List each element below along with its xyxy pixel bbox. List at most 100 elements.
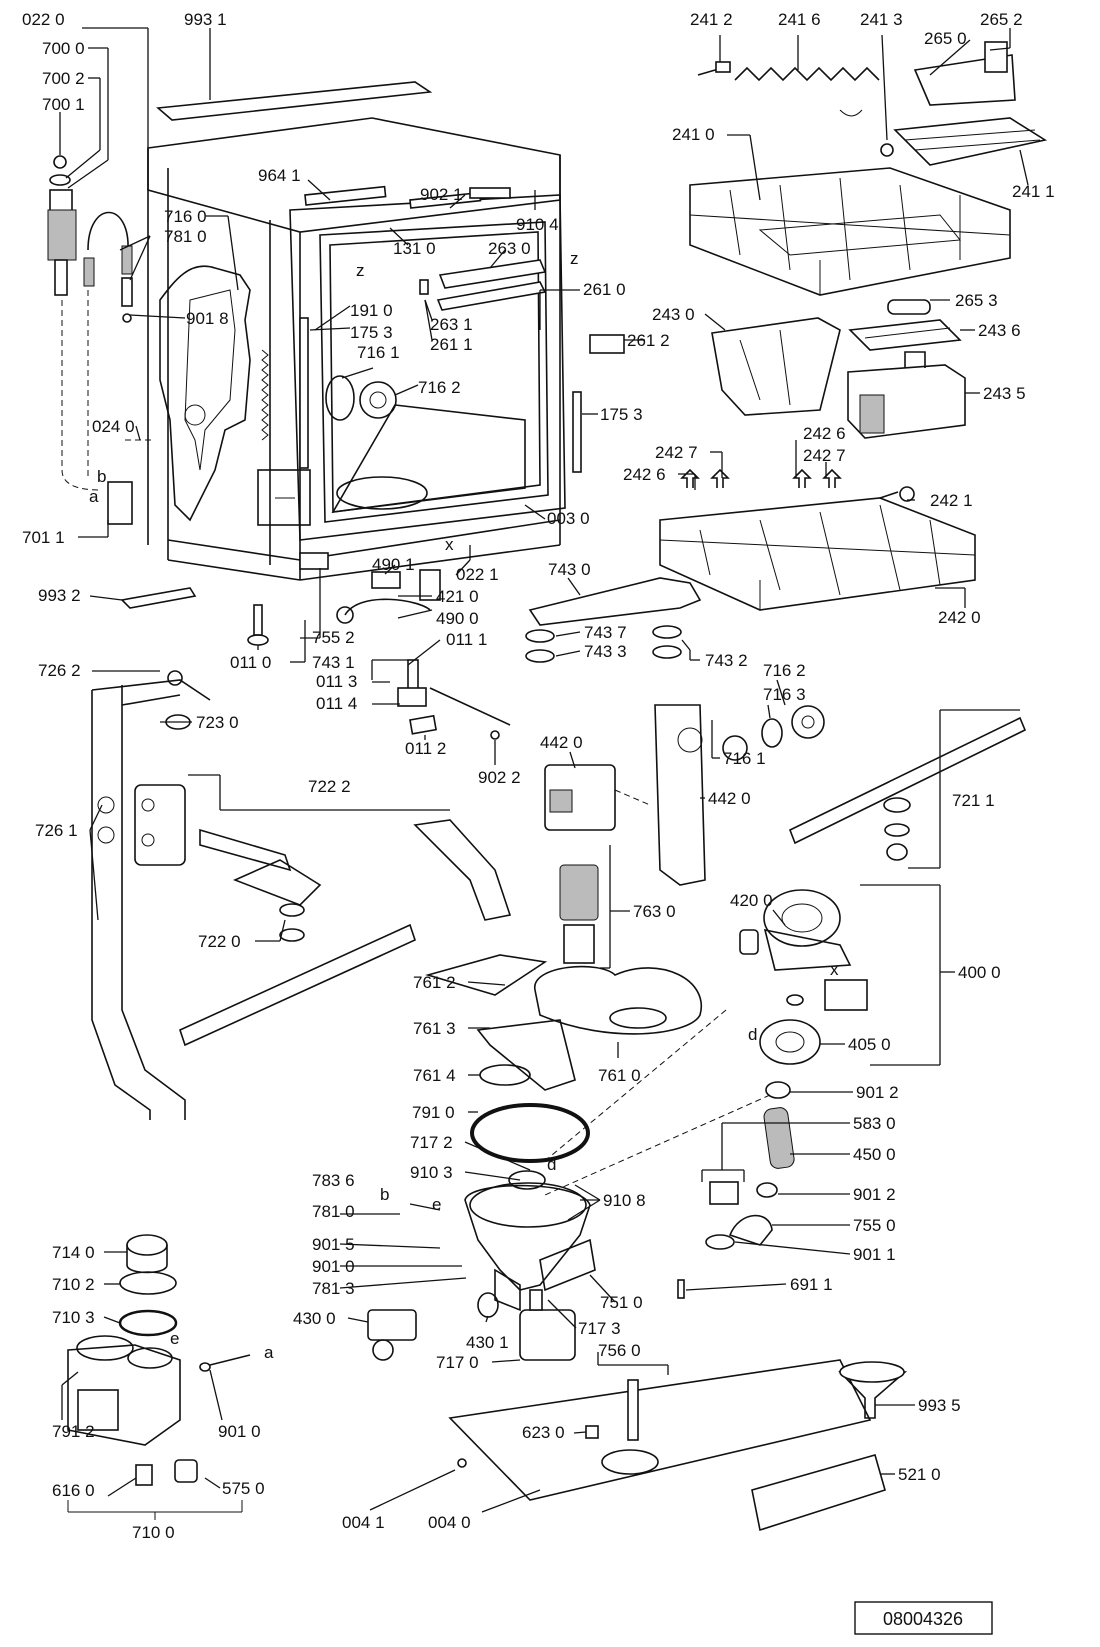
sump-751-0 [464, 1170, 596, 1312]
part-label: 261 1 [430, 335, 473, 354]
part-label: 781 3 [312, 1279, 355, 1298]
part-label: 430 0 [293, 1309, 336, 1328]
part-label: 024 0 [92, 417, 135, 436]
part-label: 011 0 [230, 653, 271, 672]
part-label: 616 0 [52, 1481, 95, 1500]
lower-spray-arm [179, 923, 416, 1047]
part-label: 243 5 [983, 384, 1026, 403]
cover-521-0 [751, 1454, 886, 1532]
part-label: 761 2 [413, 973, 456, 992]
part-label: 910 3 [410, 1163, 453, 1182]
part-label: 242 6 [623, 465, 666, 484]
part-label: 901 1 [853, 1245, 896, 1264]
part-label: 901 5 [312, 1235, 355, 1254]
part-label: 022 1 [456, 565, 499, 584]
part-label: 265 0 [924, 29, 967, 48]
part-label: 691 1 [790, 1275, 833, 1294]
part-label: 011 4 [316, 694, 357, 713]
part-label: 901 2 [856, 1083, 899, 1102]
part-label: 241 1 [1012, 182, 1055, 201]
part-label: 242 0 [938, 608, 981, 627]
part-label: 710 2 [52, 1275, 95, 1294]
connection-letter: b [97, 467, 106, 486]
part-label: 710 3 [52, 1308, 95, 1327]
inlet-valve [47, 155, 133, 491]
connection-letter: a [89, 487, 99, 506]
part-label: 242 7 [803, 446, 846, 465]
part-label: 490 1 [372, 555, 415, 574]
part-label: 722 0 [198, 932, 241, 951]
drain-pipe [413, 819, 512, 921]
part-label: 783 6 [312, 1171, 355, 1190]
part-label: 191 0 [350, 301, 393, 320]
upper-spray-arm [788, 716, 1027, 845]
part-label: 241 6 [778, 10, 821, 29]
part-label: 003 0 [547, 509, 590, 528]
part-label: 450 0 [853, 1145, 896, 1164]
part-label: 131 0 [393, 239, 436, 258]
part-label: 716 2 [763, 661, 806, 680]
part-label: 405 0 [848, 1035, 891, 1054]
part-label: 717 0 [436, 1353, 479, 1372]
part-label: 743 2 [705, 651, 748, 670]
part-label: 717 3 [578, 1319, 621, 1338]
part-label: 964 1 [258, 166, 301, 185]
part-label: 490 0 [436, 609, 479, 628]
part-label: 743 0 [548, 560, 591, 579]
lower-basket [659, 497, 976, 611]
part-label: 261 0 [583, 280, 626, 299]
part-label: 722 2 [308, 777, 351, 796]
part-label: 242 7 [655, 443, 698, 462]
part-label: 421 0 [436, 587, 479, 606]
part-label: 442 0 [540, 733, 583, 752]
connection-letter: x [445, 535, 454, 554]
connection-letter: z [356, 261, 365, 280]
holder-701-1 [107, 481, 133, 525]
part-label: 022 0 [22, 10, 65, 29]
part-label: 901 2 [853, 1185, 896, 1204]
connection-letter: b [380, 1185, 389, 1204]
part-label: 420 0 [730, 891, 773, 910]
part-label: 263 1 [430, 315, 473, 334]
part-label: 721 1 [952, 791, 995, 810]
part-label: 755 2 [312, 628, 355, 647]
part-label: 261 2 [627, 331, 670, 350]
part-label: 710 0 [132, 1523, 175, 1542]
connection-letter: z [570, 249, 579, 268]
base-plate [448, 1359, 872, 1501]
part-label: 791 0 [412, 1103, 455, 1122]
upper-basket [689, 167, 1011, 296]
connection-letter: e [432, 1195, 441, 1214]
part-label: 575 0 [222, 1479, 265, 1498]
water-softener-710-0 [67, 1234, 251, 1520]
part-label: 242 1 [930, 491, 973, 510]
part-label: 910 8 [603, 1191, 646, 1210]
part-label: 902 1 [420, 185, 463, 204]
part-label: 743 7 [584, 623, 627, 642]
part-label: 761 0 [598, 1066, 641, 1085]
part-label: 781 0 [312, 1202, 355, 1221]
part-label: 701 1 [22, 528, 65, 547]
connection-letter: e [170, 1329, 179, 1348]
part-label: 623 0 [522, 1423, 565, 1442]
part-label: 521 0 [898, 1465, 941, 1484]
part-label: 265 2 [980, 10, 1023, 29]
funnel-993-5 [838, 1371, 908, 1419]
part-label: 743 3 [584, 642, 627, 661]
part-label: 726 2 [38, 661, 81, 680]
part-label: 716 2 [418, 378, 461, 397]
part-label: 993 1 [184, 10, 227, 29]
part-label: 743 1 [312, 653, 355, 672]
part-label: 716 0 [164, 207, 207, 226]
part-label: 175 3 [600, 405, 643, 424]
part-label: 993 2 [38, 586, 81, 605]
part-label: 243 0 [652, 305, 695, 324]
part-label: 011 1 [446, 630, 487, 649]
part-label: 716 1 [357, 343, 400, 362]
part-label: 700 1 [42, 95, 85, 114]
connection-letter: a [264, 1343, 274, 1362]
part-label: 430 1 [466, 1333, 509, 1352]
part-label: 011 3 [316, 672, 357, 691]
part-label: 583 0 [853, 1114, 896, 1133]
part-label: 004 0 [428, 1513, 471, 1532]
